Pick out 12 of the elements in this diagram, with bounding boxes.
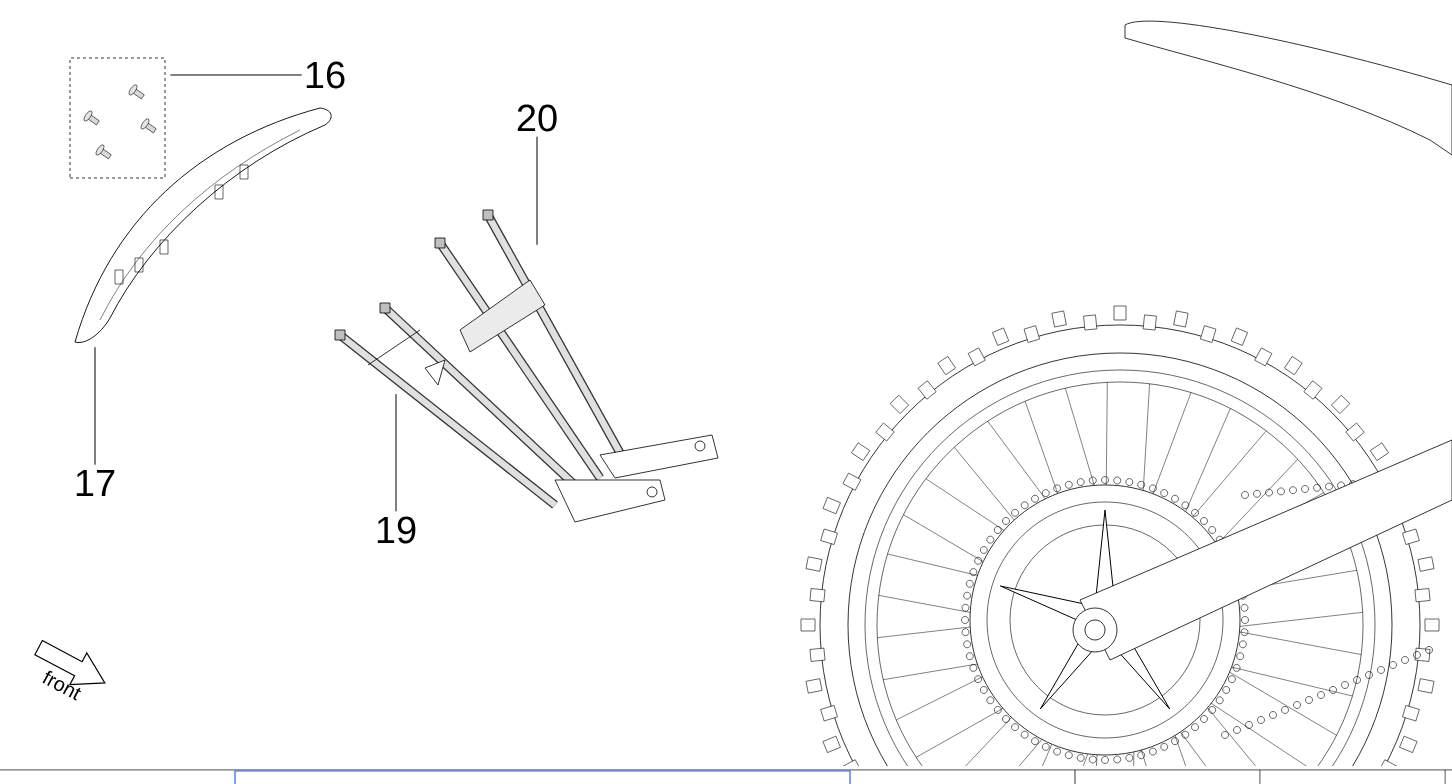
direction-label: front — [42, 670, 81, 701]
callout-number: 16 — [306, 61, 345, 89]
bracket-drawing — [434, 209, 719, 481]
fender-drawing — [74, 107, 332, 343]
callout-number: 20 — [517, 104, 557, 132]
screw-kit-box — [69, 57, 166, 179]
callout-number: 19 — [377, 516, 416, 544]
leader-line — [169, 74, 303, 76]
leader-line — [94, 346, 96, 466]
leader-line — [395, 393, 397, 512]
callout-number: 17 — [76, 469, 115, 497]
leader-line — [536, 136, 538, 246]
